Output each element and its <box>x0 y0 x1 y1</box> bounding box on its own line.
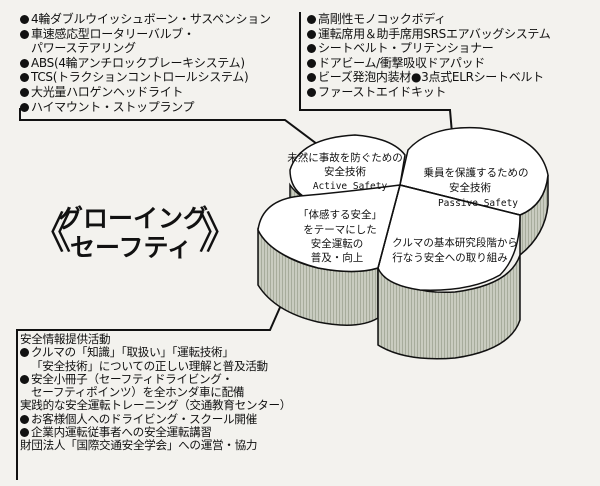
bullet-icon <box>20 102 29 112</box>
passive-feature-item: ビーズ発泡内装材●3点式ELRシートベルト <box>307 70 550 85</box>
leaf-bl-line4: 普及・向上 <box>311 251 364 264</box>
activity-text: 安全小冊子（セーフティドライビング・ <box>31 371 233 386</box>
active-feature-item: TCS(トラクションコントロールシステム) <box>20 70 271 85</box>
bullet-icon <box>20 348 29 358</box>
leaf-research <box>377 184 521 291</box>
bullet-icon <box>20 29 29 39</box>
bullet-icon <box>307 87 316 97</box>
passive-feature-item: 高剛性モノコックボディ <box>307 12 550 27</box>
active-feature-item: 大光量ハロゲンヘッドライト <box>20 85 271 100</box>
active-feature-item: ABS(4輪アンチロックブレーキシステム) <box>20 56 271 71</box>
active-feature-text: 車速感応型ロータリーバルブ・ <box>31 26 195 41</box>
passive-feature-text: 運転席用＆助手席用SRSエアバッグシステム <box>318 26 551 41</box>
leaf-tr-english: Passive Safety <box>438 198 518 209</box>
bullet-icon <box>20 374 29 384</box>
activity-item: 企業内運転従事者への安全運転講習 <box>20 425 291 440</box>
activity-text: 「安全技術」についての正しい理解と普及活動 <box>31 358 268 373</box>
passive-feature-text: ファーストエイドキット <box>318 84 447 99</box>
leaf-tl-line2: 安全技術 <box>324 165 366 178</box>
title-open-bracket: 《 <box>28 208 72 259</box>
passive-feature-text: シートベルト・プリテンショナー <box>318 41 494 56</box>
active-feature-text: 4輪ダブルウイッシュボーン・サスペンション <box>31 12 271 26</box>
active-feature-text: 大光量ハロゲンヘッドライト <box>31 84 184 99</box>
bullet-icon <box>20 73 29 83</box>
bullet-icon <box>20 15 29 24</box>
bullet-icon <box>307 44 316 54</box>
passive-feature-item: ファーストエイドキット <box>307 85 550 100</box>
leaf-experience <box>257 184 402 273</box>
title-close-bracket: 》 <box>198 208 242 259</box>
passive-feature-text: ビーズ発泡内装材●3点式ELRシートベルト <box>318 70 544 85</box>
passive-feature-text: ドアビーム/衝撃吸収ドアパッド <box>318 55 485 70</box>
title-line2: セーフティ <box>70 233 192 262</box>
activity-item: クルマの「知識」「取扱い」「運転技術」 <box>20 346 291 359</box>
activity-item: 実践的な安全運転トレーニング（交通教育センター） <box>20 399 291 412</box>
activity-item: 「安全技術」についての正しい理解と普及活動 <box>20 358 291 373</box>
active-feature-item: パワーステアリング <box>20 41 271 56</box>
bullet-icon <box>20 87 29 97</box>
leaf-bl-line1: 「体感する安全」 <box>298 208 382 221</box>
bullet-icon <box>307 73 316 83</box>
bullet-icon <box>20 414 29 424</box>
bullet-icon <box>307 15 316 24</box>
active-feature-text: パワーステアリング <box>31 41 136 56</box>
bullet-icon <box>20 58 29 68</box>
active-safety-feature-list: 4輪ダブルウイッシュボーン・サスペンション車速感応型ロータリーバルブ・パワーステ… <box>20 12 271 114</box>
passive-feature-item: シートベルト・プリテンショナー <box>307 41 550 56</box>
active-feature-text: ABS(4輪アンチロックブレーキシステム) <box>31 55 245 70</box>
leaf-tr-line1: 乗員を保護するための <box>424 166 529 179</box>
activity-text: 企業内運転従事者への安全運転講習 <box>31 425 212 440</box>
bullet-icon <box>307 29 316 39</box>
connector-bottom-left <box>16 295 286 480</box>
leaf-br-line1: クルマの基本研究段階から <box>392 236 518 249</box>
active-feature-item: 車速感応型ロータリーバルブ・ <box>20 27 271 42</box>
active-feature-item: ハイマウント・ストップランプ <box>20 100 271 115</box>
clover-tops <box>257 126 549 291</box>
leaf-tl-line1: 未然に事故を防ぐための <box>287 151 403 164</box>
activity-text: 実践的な安全運転トレーニング（交通教育センター） <box>20 398 292 413</box>
leaf-tl-english: Active Safety <box>313 181 388 192</box>
activity-text: セーフティポインツ）を全ホンダ車に配備 <box>31 385 245 400</box>
leaf-bl-line2: をテーマにした <box>303 224 377 236</box>
activity-item: 財団法人「国際交通安全学会」への運営・協力 <box>20 439 291 452</box>
activity-item: セーフティポインツ）を全ホンダ車に配備 <box>20 386 291 399</box>
bullet-icon <box>20 428 29 438</box>
active-feature-text: ハイマウント・ストップランプ <box>31 99 195 114</box>
bullet-icon <box>307 58 316 68</box>
activity-text: お客様個人へのドライビング・スクール開催 <box>31 411 257 426</box>
passive-safety-feature-list: 高剛性モノコックボディ運転席用＆助手席用SRSエアバッグシステムシートベルト・プ… <box>307 12 551 100</box>
active-feature-item: 4輪ダブルウイッシュボーン・サスペンション <box>20 12 271 27</box>
passive-feature-item: 運転席用＆助手席用SRSエアバッグシステム <box>307 26 551 42</box>
connector-top-left <box>19 108 326 151</box>
activity-item: 安全情報提供活動 <box>20 332 291 346</box>
activity-text: 安全情報提供活動 <box>20 332 111 346</box>
passive-feature-item: ドアビーム/衝撃吸収ドアパッド <box>307 56 550 71</box>
activity-text: クルマの「知識」「取扱い」「運転技術」 <box>31 345 234 360</box>
activity-item: お客様個人へのドライビング・スクール開催 <box>20 411 291 426</box>
active-feature-text: TCS(トラクションコントロールシステム) <box>31 70 249 85</box>
leaf-passive-safety <box>399 126 549 216</box>
leaf-tr-line2: 安全技術 <box>449 181 491 194</box>
activity-item: 安全小冊子（セーフティドライビング・ <box>20 371 291 386</box>
title-line1: グローイング <box>58 204 208 233</box>
safety-activity-list: 安全情報提供活動クルマの「知識」「取扱い」「運転技術」「安全技術」についての正し… <box>20 332 291 453</box>
passive-feature-text: 高剛性モノコックボディ <box>318 12 446 26</box>
activity-text: 財団法人「国際交通安全学会」への運営・協力 <box>20 438 258 453</box>
leaf-bl-line3: 安全運転の <box>311 237 364 250</box>
leaf-br-line2: 行なう安全への取り組み <box>392 251 508 264</box>
